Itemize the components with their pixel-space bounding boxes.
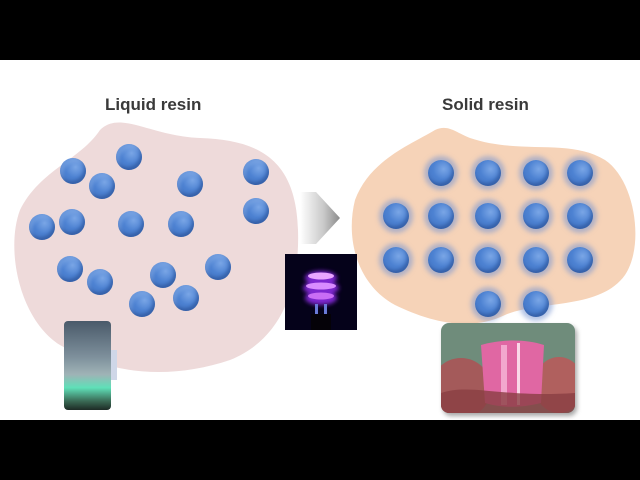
bead	[57, 256, 83, 282]
bead	[383, 247, 409, 273]
bead	[428, 203, 454, 229]
bead	[89, 173, 115, 199]
bead	[205, 254, 231, 280]
vial-tab	[111, 350, 117, 380]
slide: Liquid resin Solid resin	[0, 60, 640, 420]
bead	[118, 211, 144, 237]
bead	[87, 269, 113, 295]
solid-resin-photo	[441, 323, 575, 413]
bead	[243, 159, 269, 185]
uv-lamp-photo	[285, 254, 357, 330]
bead	[523, 203, 549, 229]
bead	[567, 160, 593, 186]
bead	[475, 203, 501, 229]
liquid-resin-photo	[64, 321, 111, 410]
bead	[475, 247, 501, 273]
bead	[523, 247, 549, 273]
bead	[567, 203, 593, 229]
uv-bulb-icon	[303, 271, 339, 330]
liquid-resin-title: Liquid resin	[105, 95, 202, 114]
liquid-resin-blob	[14, 122, 299, 372]
bead	[475, 160, 501, 186]
bead	[177, 171, 203, 197]
bead	[428, 247, 454, 273]
bead	[523, 291, 549, 317]
bead	[383, 203, 409, 229]
bead	[428, 160, 454, 186]
bead	[567, 247, 593, 273]
bead	[173, 285, 199, 311]
bead	[150, 262, 176, 288]
bead	[243, 198, 269, 224]
resin-piece-image	[441, 340, 575, 413]
bead	[59, 209, 85, 235]
bead	[168, 211, 194, 237]
solid-resin-title: Solid resin	[442, 95, 529, 114]
bead	[29, 214, 55, 240]
bead	[60, 158, 86, 184]
bead	[475, 291, 501, 317]
bead	[523, 160, 549, 186]
bead	[116, 144, 142, 170]
bead	[129, 291, 155, 317]
